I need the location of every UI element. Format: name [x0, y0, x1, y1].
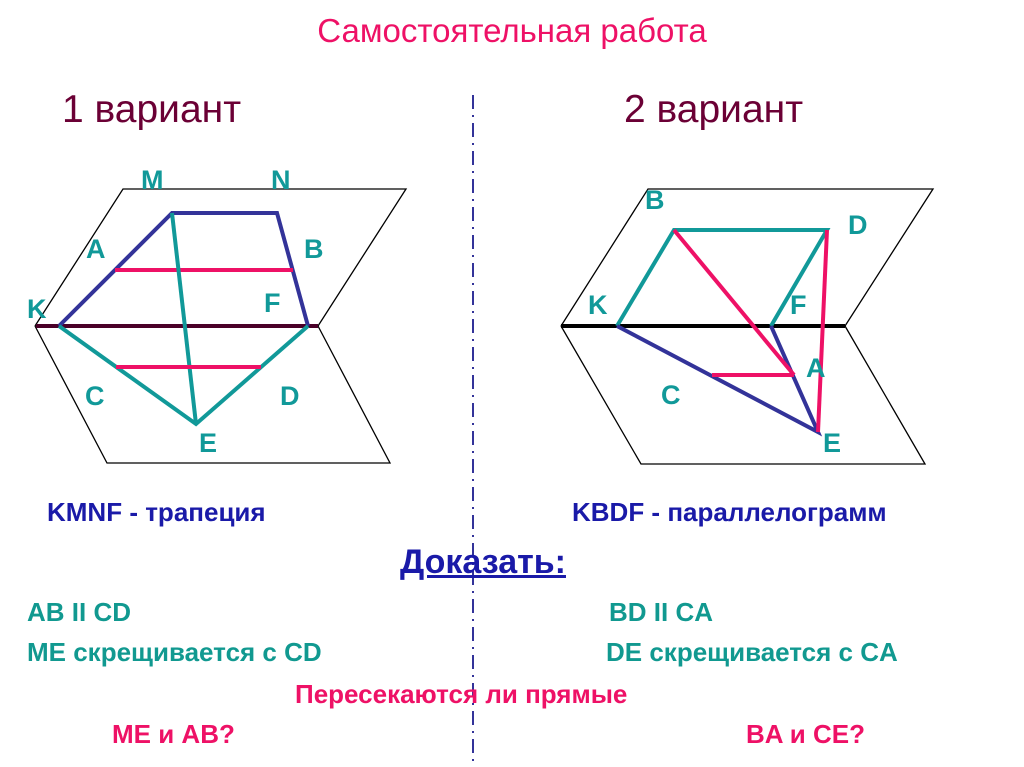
- v2-label-c: C: [661, 380, 681, 410]
- v2-label-b: B: [645, 185, 665, 215]
- variant2-question: BA и CE?: [746, 719, 866, 749]
- v1-label-c: C: [85, 381, 105, 411]
- v2-label-a: A: [806, 353, 826, 383]
- variant2-line-ba: [672, 228, 796, 377]
- v1-label-n: N: [271, 165, 291, 195]
- v1-label-e: E: [199, 428, 218, 458]
- variant1-planes: [34, 188, 408, 464]
- variant2-given: KBDF - параллелограмм: [572, 497, 887, 527]
- variant2-line-de: [816, 229, 829, 433]
- v1-label-a: A: [86, 234, 106, 264]
- page-title: Самостоятельная работа: [317, 12, 707, 49]
- variant1-question: ME и AB?: [112, 719, 235, 749]
- question-common: Пересекаются ли прямые: [295, 679, 628, 709]
- variant2-task-1: BD II CA: [609, 597, 713, 627]
- variant2-planes: [560, 188, 935, 465]
- variant1-given: KMNF - трапеция: [47, 497, 266, 527]
- variant1-line-me: [170, 212, 198, 425]
- v2-label-d: D: [848, 210, 868, 240]
- v2-label-f: F: [790, 290, 807, 320]
- v1-label-m: M: [141, 165, 164, 195]
- v2-label-e: E: [823, 428, 842, 458]
- variant2-parallelogram: [615, 228, 831, 328]
- v1-label-k: K: [27, 294, 47, 324]
- variant2-task-2: DE скрещивается с CA: [606, 637, 898, 667]
- v2-label-k: K: [588, 290, 608, 320]
- prove-heading: Доказать:: [400, 543, 566, 581]
- variant2-triangle-kef: [616, 324, 823, 437]
- v1-label-f: F: [264, 288, 281, 318]
- v1-label-b: B: [304, 234, 324, 264]
- variant1-heading: 1 вариант: [62, 88, 242, 131]
- v1-label-d: D: [280, 381, 300, 411]
- variant1-task-1: AB II CD: [27, 597, 131, 627]
- variant1-task-2: ME скрещивается с CD: [27, 637, 322, 667]
- variant2-heading: 2 вариант: [624, 88, 804, 131]
